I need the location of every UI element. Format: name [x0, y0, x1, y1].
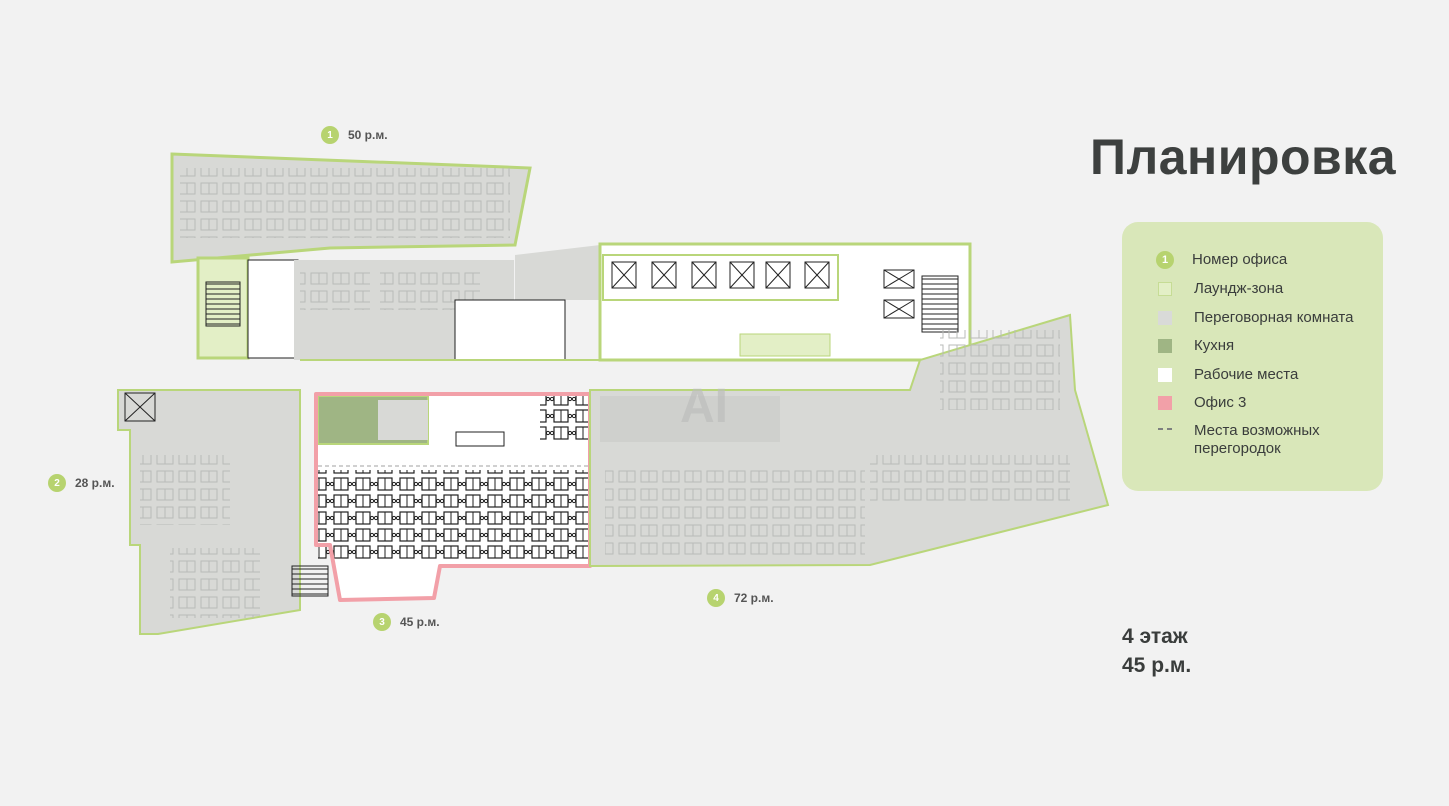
office-number-badge: 3: [373, 613, 391, 631]
legend-item-workplaces: Рабочие места: [1158, 366, 1298, 384]
office-seats: 72 р.м.: [734, 591, 774, 605]
floor-info: 4 этаж 45 р.м.: [1122, 622, 1191, 680]
office-4-area: AI: [589, 313, 1110, 568]
lounge-swatch: [1158, 282, 1172, 296]
legend-label: Офис 3: [1194, 394, 1247, 411]
office-2-area: [117, 389, 329, 635]
top-middle-block: [454, 242, 972, 362]
floor-level: 4 этаж: [1122, 625, 1188, 648]
legend-label: Рабочие места: [1194, 366, 1299, 383]
legend-label: Лаундж-зона: [1194, 280, 1284, 297]
office-number-badge: 4: [707, 589, 725, 607]
office-label-2[interactable]: 2 28 р.м.: [48, 474, 115, 492]
office-seats: 50 р.м.: [348, 128, 388, 142]
legend-item-office3: Офис 3: [1158, 394, 1246, 412]
office3-swatch: [1158, 396, 1172, 410]
legend: 1 Номер офиса Лаундж-зона Переговорная к…: [1122, 222, 1383, 491]
floor-seats: 45 р.м.: [1122, 654, 1192, 677]
legend-item-partitions: Места возможных перегородок: [1158, 422, 1334, 458]
office-seats: 28 р.м.: [75, 476, 115, 490]
legend-label: Места возможных перегородок: [1194, 422, 1320, 457]
office-number-badge: 1: [321, 126, 339, 144]
office-seats: 45 р.м.: [400, 615, 440, 629]
legend-item-office-number: 1 Номер офиса: [1156, 251, 1288, 269]
office-label-1[interactable]: 1 50 р.м.: [321, 126, 388, 144]
office-label-3[interactable]: 3 45 р.м.: [373, 613, 440, 631]
workplaces-swatch: [1158, 368, 1172, 382]
legend-item-lounge: Лаундж-зона: [1158, 280, 1283, 298]
legend-label: Номер офиса: [1192, 251, 1288, 268]
office-1-area: [170, 152, 532, 264]
legend-label: Переговорная комната: [1194, 309, 1354, 326]
legend-item-meeting-room: Переговорная комната: [1158, 309, 1353, 327]
dashed-line-icon: [1158, 422, 1176, 436]
svg-text:AI: AI: [680, 380, 728, 433]
office-label-4[interactable]: 4 72 р.м.: [707, 589, 774, 607]
office-number-badge: 1: [1156, 251, 1174, 269]
legend-label: Кухня: [1194, 337, 1235, 354]
legend-item-kitchen: Кухня: [1158, 337, 1234, 355]
office-number-badge: 2: [48, 474, 66, 492]
office-3-area: [314, 392, 592, 602]
page-title: Планировка: [1090, 129, 1397, 185]
kitchen-swatch: [1158, 339, 1172, 353]
meeting-room-swatch: [1158, 311, 1172, 325]
